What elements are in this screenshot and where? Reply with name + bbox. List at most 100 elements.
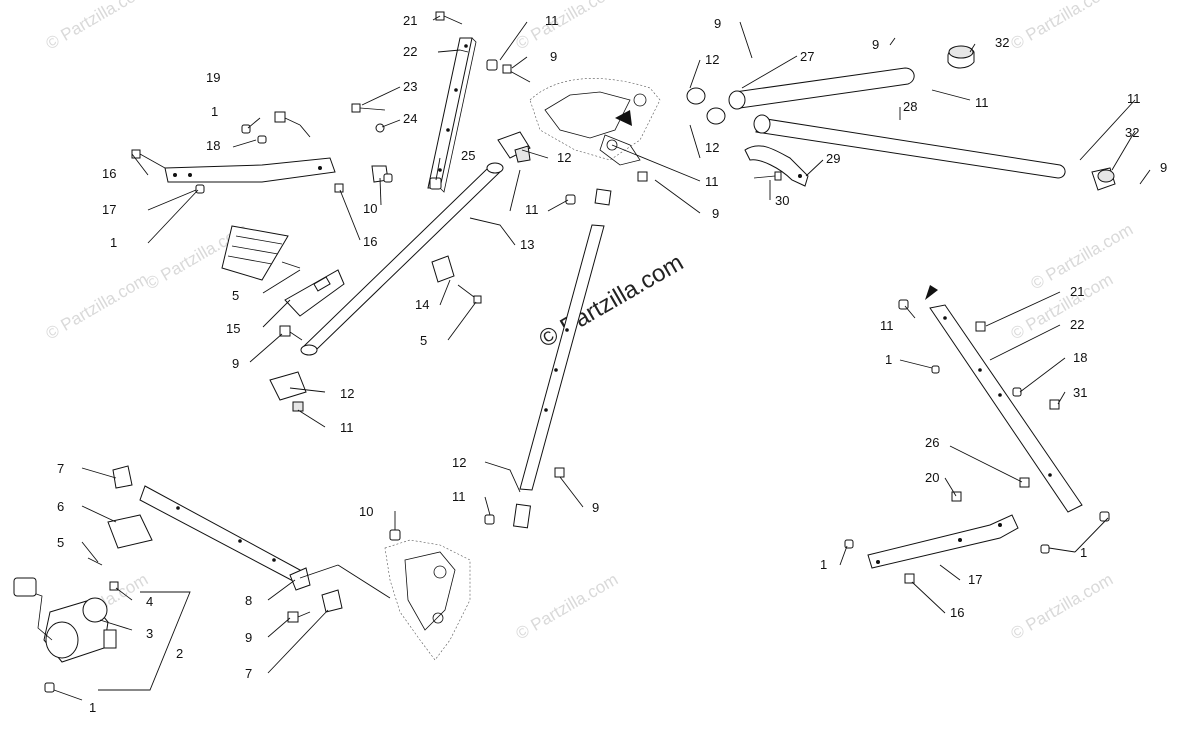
watermark-tile: © Partzilla.com: [43, 0, 152, 53]
callout-5: 5: [57, 535, 64, 550]
callout-9: 9: [232, 356, 239, 371]
callout-25: 25: [461, 148, 475, 163]
pointer-arrow-icon: [615, 110, 632, 126]
bolt-9: [502, 64, 531, 83]
callout-27: 27: [800, 49, 814, 64]
callout-1: 1: [820, 557, 827, 572]
bolt-26: [1019, 477, 1030, 488]
callout-11: 11: [340, 420, 354, 435]
bracket-29: [744, 145, 809, 187]
callout-3: 3: [146, 626, 153, 641]
callout-16: 16: [950, 605, 964, 620]
cap-7-top: [112, 465, 133, 489]
watermark-tile: © Partzilla.com: [1008, 570, 1117, 644]
callout-21: 21: [1070, 284, 1084, 299]
callout-17: 17: [968, 572, 982, 587]
callout-6: 6: [57, 499, 64, 514]
cap-7-bottom: [321, 589, 343, 613]
nut-1-bl: [844, 539, 854, 549]
nut-25: [429, 177, 442, 190]
callout-12: 12: [705, 52, 719, 67]
callout-1: 1: [885, 352, 892, 367]
watermark-center: © Partzilla.com: [535, 249, 689, 353]
bolt-30: [753, 171, 782, 181]
washer-18: [257, 135, 267, 144]
callout-7: 7: [57, 461, 64, 476]
bolt-19: [274, 111, 301, 126]
callout-17: 17: [102, 202, 116, 217]
callout-1: 1: [211, 104, 218, 119]
callout-12: 12: [452, 455, 466, 470]
callout-12: 12: [340, 386, 354, 401]
callout-30: 30: [775, 193, 789, 208]
callout-7: 7: [245, 666, 252, 681]
bolt-21-top: [435, 11, 463, 25]
callout-16: 16: [363, 234, 377, 249]
callout-11: 11: [525, 202, 539, 217]
callout-9: 9: [1160, 160, 1167, 175]
callout-9: 9: [550, 49, 557, 64]
bolt-9-bottom: [287, 611, 311, 623]
callout-15: 15: [226, 321, 240, 336]
cross-bar-8: [139, 485, 311, 591]
callout-21: 21: [403, 13, 417, 28]
nut-1-br: [1099, 511, 1110, 522]
callout-11: 11: [705, 174, 719, 189]
support-bar-17-left: [164, 157, 336, 183]
end-cap-32-top: [947, 45, 975, 69]
bushing-14: [431, 255, 482, 304]
callout-9: 9: [245, 630, 252, 645]
tube-long-vertical: [512, 188, 612, 529]
washer-18-right: [1012, 387, 1022, 397]
watermark-tile: © Partzilla.com: [513, 0, 622, 53]
callout-24: 24: [403, 111, 417, 126]
support-bar-22-right: [925, 285, 1083, 513]
callout-26: 26: [925, 435, 939, 450]
bolt-16-center: [334, 183, 344, 193]
support-bar-17-right: [867, 514, 1019, 569]
bolt-5-bottom: [87, 557, 103, 566]
callout-22: 22: [1070, 317, 1084, 332]
cross-tube-28: [706, 107, 1066, 179]
bolt-21-right: [975, 321, 986, 332]
callout-9: 9: [714, 16, 721, 31]
end-cap-32-right: [1091, 167, 1116, 191]
frame-mount-lower: [384, 539, 471, 661]
callout-19: 19: [206, 70, 220, 85]
nut-10-bottom: [389, 529, 401, 541]
pin-24: [375, 123, 385, 133]
clamp-12-bottom: [269, 371, 307, 412]
nut-1-bottom: [44, 682, 55, 693]
bolt-9-left: [279, 325, 303, 341]
watermark-tile: © Partzilla.com: [1008, 270, 1117, 344]
callout-16: 16: [102, 166, 116, 181]
bolt-9-lower: [554, 467, 565, 478]
clamp-12-top: [497, 131, 531, 163]
callout-8: 8: [245, 593, 252, 608]
callout-12: 12: [705, 140, 719, 155]
nut-11: [486, 59, 498, 71]
callout-11: 11: [1127, 91, 1141, 106]
steering-column-bracket: [529, 78, 661, 166]
nut-1-left: [195, 184, 205, 194]
callout-11: 11: [975, 95, 989, 110]
callout-18: 18: [206, 138, 220, 153]
callout-11: 11: [880, 318, 894, 333]
callout-9: 9: [872, 37, 879, 52]
nut-11-lower: [484, 514, 495, 525]
callout-numbers: 21 22 23 24 11 9 25 19 1 18 16 17 1 16 1…: [57, 13, 1167, 715]
callout-14: 14: [415, 297, 429, 312]
callout-32: 32: [1125, 125, 1139, 140]
leader-lines: [53, 15, 1151, 701]
callout-9: 9: [592, 500, 599, 515]
callout-9: 9: [712, 206, 719, 221]
callout-1: 1: [89, 700, 96, 715]
cross-tube-27: [686, 67, 915, 110]
group-bracket: [98, 591, 191, 691]
callout-29: 29: [826, 151, 840, 166]
callout-12: 12: [557, 150, 571, 165]
nut-10-top-b: [383, 173, 393, 183]
callout-4: 4: [146, 594, 153, 609]
bolt-20: [951, 491, 962, 502]
callout-13: 13: [520, 237, 534, 252]
